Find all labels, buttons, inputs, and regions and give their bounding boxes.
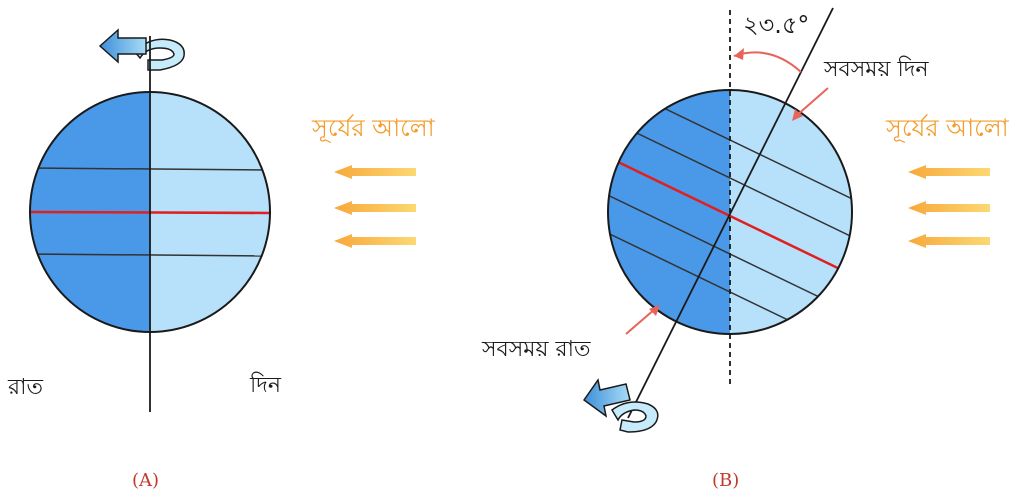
caption-b: (B) — [712, 470, 739, 491]
sunlight-label-a: সূর্যের আলো — [311, 113, 436, 142]
rotation-arrow-icon — [100, 30, 184, 70]
day-label: দিন — [249, 372, 282, 398]
always-night-label: সবসময় রাত — [481, 337, 591, 362]
sun-arrow-icon — [908, 201, 990, 215]
rotation-arrow-icon — [584, 380, 658, 432]
sunlight-arrows-a — [334, 165, 416, 248]
tilt-angle-label: ২৩.৫° — [743, 11, 809, 39]
tilt-angle-arc — [734, 52, 801, 72]
sun-arrow-icon — [908, 234, 990, 248]
sun-arrow-icon — [334, 234, 416, 248]
always-night-pointer — [626, 309, 655, 334]
caption-a: (A) — [132, 470, 159, 491]
sun-arrow-icon — [334, 201, 416, 215]
panel-b: ২৩.৫° সবসময় দিন সূর্যের আলো সবসময় রাত … — [481, 8, 1010, 491]
night-label: রাত — [7, 375, 43, 400]
sun-arrow-icon — [334, 165, 416, 179]
sunlight-label-b: সূর্যের আলো — [885, 113, 1010, 142]
panel-a: সূর্যের আলো রাত দিন (A) — [7, 30, 436, 491]
always-day-label: সবসময় দিন — [823, 56, 929, 82]
sunlight-arrows-b — [908, 165, 990, 248]
arc-arrowhead-icon — [734, 48, 744, 60]
always-day-pointer — [796, 88, 828, 116]
sun-arrow-icon — [908, 165, 990, 179]
